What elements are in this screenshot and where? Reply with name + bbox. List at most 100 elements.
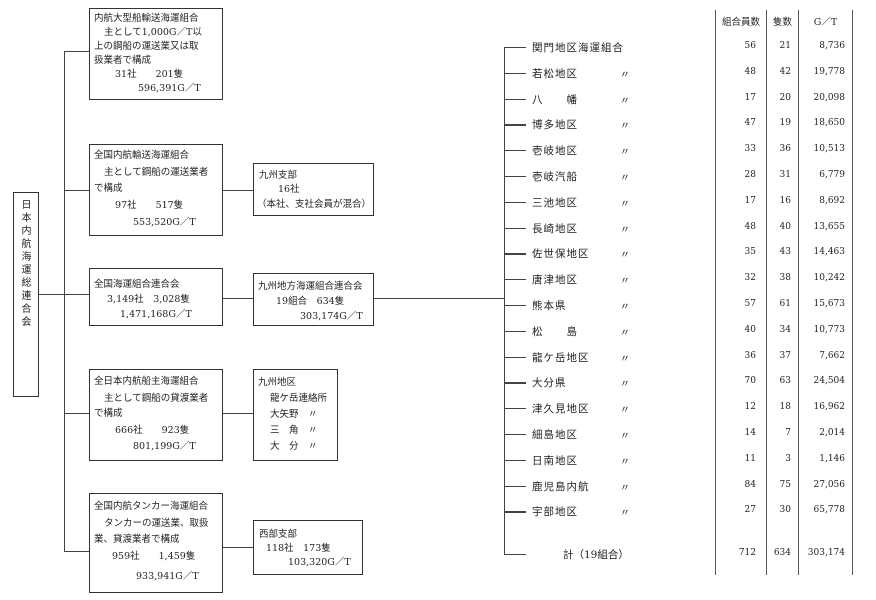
group-3-gt: 1,471,168G／T: [120, 309, 192, 320]
gt-value: 13,655: [813, 221, 846, 232]
group-4-count: 666社 923隻: [115, 425, 190, 436]
table-divider-3: [798, 10, 799, 575]
row-tick: [504, 72, 526, 74]
association-name: 三池地区: [532, 196, 578, 209]
association-name: 唐津地区: [532, 274, 578, 287]
connector-g2-branch: [223, 190, 253, 192]
row-tick: [504, 330, 526, 332]
branch-box-4: [253, 520, 363, 575]
group-box-5: [89, 493, 223, 593]
row-tick: [504, 511, 526, 513]
members-value: 11: [744, 453, 756, 464]
total-members: 712: [738, 548, 756, 558]
members-value: 40: [744, 324, 756, 335]
association-name: 鹿児島内航: [532, 480, 590, 493]
members-value: 48: [744, 66, 756, 77]
association-name: 佐世保地区: [532, 248, 590, 261]
ships-value: 43: [779, 247, 791, 258]
members-value: 70: [744, 376, 756, 387]
ditto-mark: 〃: [620, 508, 630, 520]
ships-value: 38: [779, 273, 791, 284]
gt-value: 65,778: [813, 505, 846, 516]
connector-g4-branch: [223, 413, 253, 415]
group-1-gt: 596,391G／T: [138, 83, 201, 94]
gt-value: 6,779: [819, 170, 845, 180]
ships-value: 30: [779, 505, 791, 516]
members-value: 36: [744, 350, 756, 361]
ditto-mark: 〃: [620, 198, 630, 210]
association-name: 壱岐地区: [532, 145, 578, 158]
association-name: 日南地区: [532, 454, 578, 467]
branch-3-office-2: 大矢野 〃: [270, 409, 318, 420]
members-value: 17: [744, 195, 756, 206]
gt-value: 10,242: [813, 273, 846, 284]
ships-value: 75: [779, 479, 791, 490]
members-value: 48: [744, 221, 756, 232]
association-name: 松 島: [532, 325, 578, 338]
ditto-mark: 〃: [620, 327, 630, 339]
gt-value: 10,773: [813, 324, 846, 335]
branch-3-office-3: 三 角 〃: [270, 425, 318, 436]
ships-value: 18: [779, 402, 791, 413]
table-divider-4: [852, 10, 853, 575]
group-2-desc-1: 主として鋼船の運送業者: [104, 167, 209, 178]
ships-value: 40: [779, 221, 791, 232]
ships-value: 63: [779, 376, 791, 387]
branch-1-count: 16社: [278, 184, 300, 195]
gt-value: 24,504: [813, 376, 846, 387]
ships-value: 16: [779, 195, 791, 206]
association-name: 博多地区: [532, 119, 578, 132]
branch-1-note: （本社、支社会員が混合）: [257, 199, 372, 210]
row-tick: [504, 227, 526, 229]
ditto-mark: 〃: [620, 121, 630, 133]
ditto-mark: 〃: [620, 431, 630, 442]
group-4-name: 全日本内航船主海運組合: [94, 376, 199, 387]
ships-value: 37: [779, 350, 791, 361]
row-tick: [504, 124, 526, 126]
ships-value: 36: [779, 144, 791, 155]
association-name: 細島地区: [532, 429, 578, 441]
connector-g5: [64, 551, 89, 553]
gt-value: 1,146: [819, 453, 845, 464]
gt-value: 2,014: [819, 428, 845, 438]
members-value: 57: [744, 299, 756, 309]
gt-value: 14,463: [813, 247, 846, 258]
members-value: 47: [744, 118, 756, 129]
group-1-count: 31社 201隻: [115, 69, 184, 80]
ditto-mark: 〃: [620, 95, 630, 107]
association-name: 壱岐汽船: [532, 171, 578, 183]
association-name: 大分県: [532, 377, 567, 390]
ships-value: 31: [779, 170, 791, 180]
gt-value: 8,692: [819, 195, 845, 206]
group-1-desc-2: 上の鋼船の運送業又は取: [94, 41, 199, 52]
ditto-mark: 〃: [620, 379, 630, 391]
group-4-gt: 801,199G／T: [133, 441, 196, 452]
row-tick: [504, 279, 526, 281]
root-box: [13, 192, 39, 397]
gt-value: 8,736: [819, 41, 845, 51]
group-2-desc-2: で構成: [94, 183, 123, 194]
row-tick: [504, 485, 526, 487]
ships-value: 3: [785, 453, 791, 464]
header-members: 組合員数: [721, 17, 760, 28]
branch-1-name: 九州支部: [259, 170, 298, 181]
branch-3-office-4: 大 分 〃: [270, 441, 318, 452]
branch-box-3: [253, 369, 338, 461]
branch-4-gt: 103,320G／T: [288, 557, 351, 568]
connector-g2: [64, 190, 89, 192]
row-tick: [504, 459, 526, 461]
ditto-mark: 〃: [620, 456, 630, 468]
group-2-gt: 553,520G／T: [133, 217, 196, 228]
header-gt: G／T: [813, 17, 838, 28]
branch-2-gt: 303,174G／T: [300, 311, 363, 322]
table-divider-2: [766, 10, 767, 575]
group-5-gt: 933,941G／T: [136, 571, 199, 582]
association-name: 八 幡: [532, 93, 578, 106]
row-tick: [504, 150, 526, 152]
gt-value: 20,098: [813, 92, 846, 103]
group-5-desc-2: 業、貸渡業者で構成: [94, 534, 180, 545]
members-value: 56: [744, 41, 756, 51]
gt-value: 10,513: [813, 144, 846, 155]
ditto-mark: 〃: [620, 250, 630, 262]
total-gt: 303,174: [807, 548, 845, 558]
